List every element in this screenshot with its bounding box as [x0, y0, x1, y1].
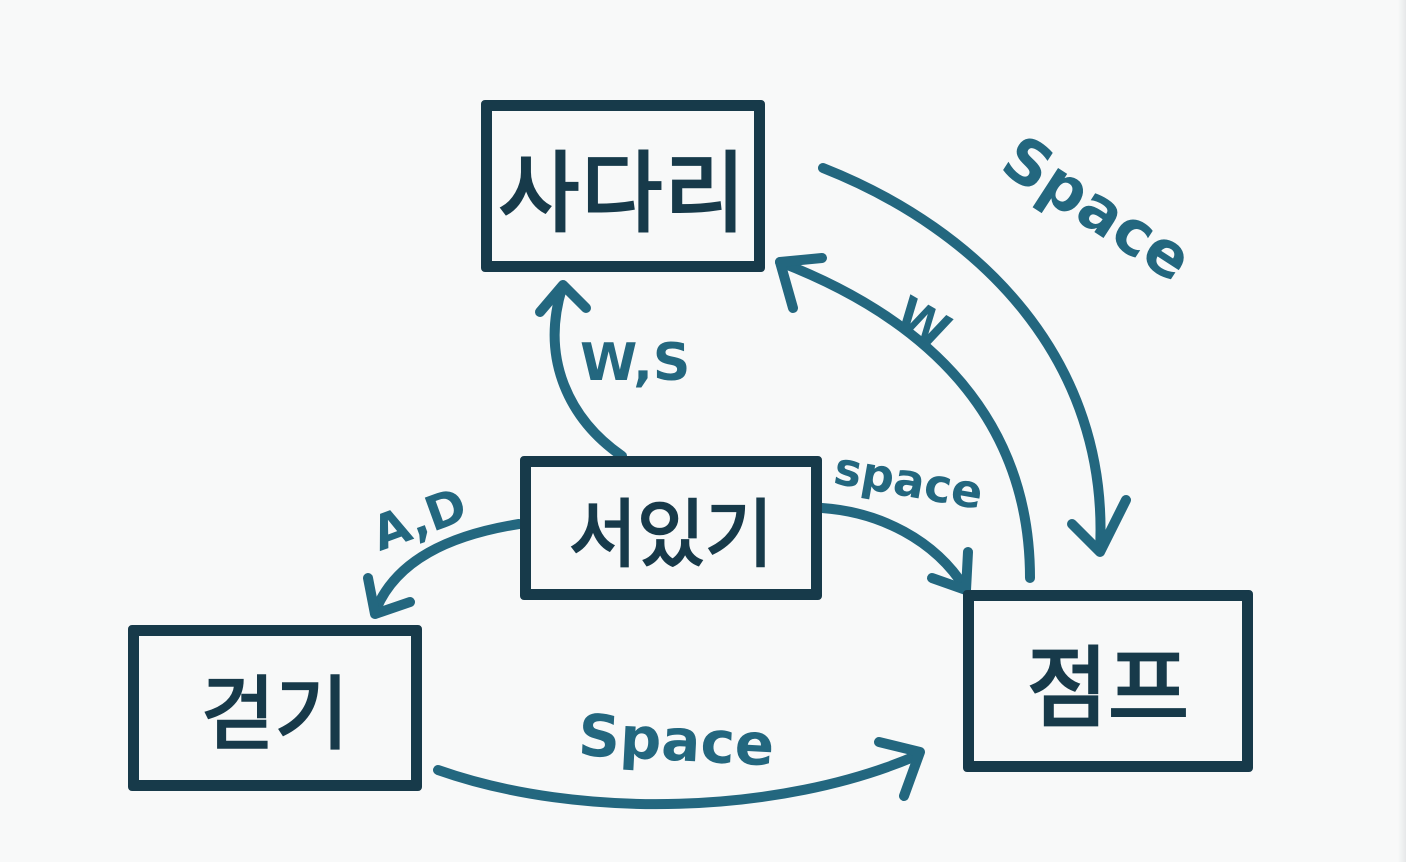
state-idle-label: 서있기 [568, 491, 774, 578]
edge-walk-to-jump: Space [433, 701, 925, 810]
state-walk: 걷기 [128, 625, 422, 791]
state-jump-label: 점프 [1027, 636, 1189, 740]
edge-idle-to-walk: A,D [363, 477, 524, 619]
edge-label-space-walk-jump: Space [577, 701, 776, 779]
state-walk-label: 걷기 [201, 668, 349, 761]
state-idle: 서있기 [520, 456, 822, 600]
state-ladder-label: 사다리 [498, 141, 748, 245]
edge-label-ws: W,S [580, 333, 690, 393]
state-jump: 점프 [963, 590, 1253, 772]
edge-label-space-ladder-jump: Space [990, 121, 1206, 296]
edge-idle-to-jump: space [817, 441, 987, 595]
edge-idle-to-ladder: W,S [535, 280, 690, 461]
edge-label-w: W [886, 286, 960, 361]
state-ladder: 사다리 [481, 100, 765, 272]
edge-label-ad: A,D [365, 477, 474, 562]
